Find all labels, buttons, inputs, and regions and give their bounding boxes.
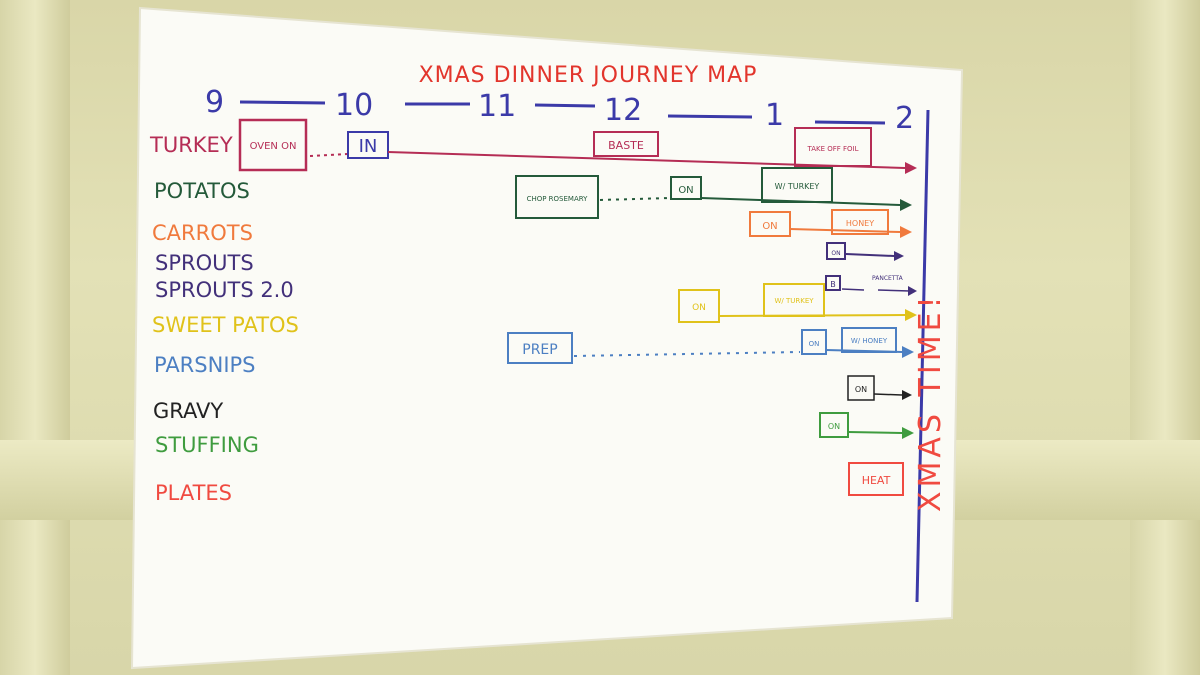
sprouts-2-row: B PANCETTA <box>825 275 917 296</box>
turkey-arrowhead <box>905 162 917 174</box>
chop-rosemary-text: CHOP ROSEMARY <box>527 195 589 203</box>
gravy-arrowhead <box>902 390 912 400</box>
sprouts-arrowhead <box>894 251 904 261</box>
carrots-on-box <box>749 211 791 237</box>
sprouts-on-box <box>826 242 846 260</box>
carrots-arrow-line <box>789 228 901 233</box>
w-turkey-text: W/ TURKEY <box>775 182 820 191</box>
sweet-patos-arrowhead <box>905 309 917 321</box>
row-label-turkey: TURKEY <box>149 133 233 157</box>
sprouts-2-box-text: B <box>830 280 836 289</box>
paper-card <box>130 6 964 670</box>
in-box <box>347 131 389 159</box>
stuffing-arrowhead <box>902 427 914 439</box>
hour-label-2: 2 <box>895 101 914 136</box>
sprouts-on-text: ON <box>831 250 840 257</box>
carrots-on-text: ON <box>762 221 777 232</box>
row-label-sweet-patos: SWEET PATOS <box>152 313 299 337</box>
row-label-sprouts: SPROUTS <box>155 251 254 275</box>
hour-label-12: 12 <box>604 93 642 128</box>
heat-box <box>848 462 904 496</box>
w-honey-box <box>841 327 897 353</box>
w-turkey-box <box>761 167 833 203</box>
hour-label-1: 1 <box>765 98 784 133</box>
sprouts-2-box <box>825 275 841 291</box>
pancetta-text: PANCETTA <box>872 275 904 282</box>
oven-on-box <box>238 118 308 172</box>
row-label-stuffing: STUFFING <box>155 433 259 457</box>
xmas-time-label: XMAS TIME! <box>913 292 948 512</box>
hour-label-9: 9 <box>205 85 224 120</box>
gravy-on-box <box>847 375 875 401</box>
hour-connector <box>534 103 596 108</box>
row-label-potatos: POTATOS <box>154 179 250 203</box>
row-label-plates: PLATES <box>155 481 232 505</box>
honey-box <box>831 209 889 235</box>
prep-text: PREP <box>522 342 557 358</box>
sprouts-row: ON <box>826 242 904 261</box>
sweet-patos-w-turkey-box <box>763 283 825 317</box>
gravy-arrow-line <box>873 393 903 396</box>
parsnips-dotted <box>573 351 801 357</box>
stuffing-on-box <box>819 412 849 438</box>
row-label-sprouts-2: SPROUTS 2.0 <box>155 278 294 302</box>
honey-text: HONEY <box>846 219 874 228</box>
stuffing-row: ON <box>819 412 914 439</box>
sprouts-2-arrow-line <box>841 288 865 291</box>
sprouts-2-arrow-line-2 <box>877 289 911 292</box>
gravy-on-text: ON <box>855 385 867 394</box>
hour-connector <box>667 114 753 119</box>
sweet-patos-w-turkey-text: W/ TURKEY <box>774 297 814 305</box>
turkey-row: OVEN ON IN BASTE TAKE OFF FOIL <box>238 118 917 174</box>
map-title: XMAS DINNER JOURNEY MAP <box>419 63 758 88</box>
sprouts-2-arrowhead <box>908 286 917 296</box>
deadline-line <box>915 109 930 603</box>
potatos-dotted <box>599 197 671 201</box>
parsnips-on-text: ON <box>809 340 820 348</box>
hour-label-11: 11 <box>478 89 516 124</box>
sweet-patos-on-text: ON <box>692 303 706 313</box>
take-off-foil-box <box>794 127 872 167</box>
carrots-arrowhead <box>900 226 912 238</box>
potatos-row: CHOP ROSEMARY ON W/ TURKEY <box>515 167 912 219</box>
sprouts-arrow-line <box>845 253 895 257</box>
potatos-on-text: ON <box>678 185 693 196</box>
row-label-carrots: CARROTS <box>152 221 253 245</box>
parsnips-on-box <box>801 329 827 355</box>
gravy-row: ON <box>847 375 912 401</box>
baste-text: BASTE <box>608 139 644 152</box>
stuffing-on-text: ON <box>828 422 840 431</box>
chop-rosemary-box <box>515 175 599 219</box>
prep-box <box>507 332 573 364</box>
row-label-gravy: GRAVY <box>153 399 223 423</box>
row-label-parsnips: PARSNIPS <box>154 353 256 377</box>
hour-connector <box>239 100 326 105</box>
door-stile-left <box>0 0 70 675</box>
heat-text: HEAT <box>862 474 891 487</box>
sweet-patos-row: ON W/ TURKEY <box>678 283 917 323</box>
row-labels: TURKEY POTATOS CARROTS SPROUTS SPROUTS 2… <box>149 133 299 505</box>
oven-on-text: OVEN ON <box>250 141 297 152</box>
carrots-row: ON HONEY <box>749 209 912 238</box>
potatos-on-box <box>670 176 702 200</box>
in-text: IN <box>359 136 378 157</box>
parsnips-row: PREP ON W/ HONEY <box>507 327 914 364</box>
hour-label-10: 10 <box>335 88 373 123</box>
potatos-arrowhead <box>900 199 912 211</box>
stuffing-arrow-line <box>847 431 903 434</box>
parsnips-arrowhead <box>902 346 914 358</box>
take-off-foil-text: TAKE OFF FOIL <box>806 145 858 153</box>
plates-row: HEAT <box>848 462 904 496</box>
door-stile-right <box>1130 0 1200 675</box>
w-honey-text: W/ HONEY <box>851 337 888 345</box>
hour-timeline: 9 10 11 12 1 2 <box>205 85 914 136</box>
sweet-patos-on-box <box>678 289 720 323</box>
hour-connector <box>814 120 886 125</box>
baste-box <box>593 131 659 157</box>
